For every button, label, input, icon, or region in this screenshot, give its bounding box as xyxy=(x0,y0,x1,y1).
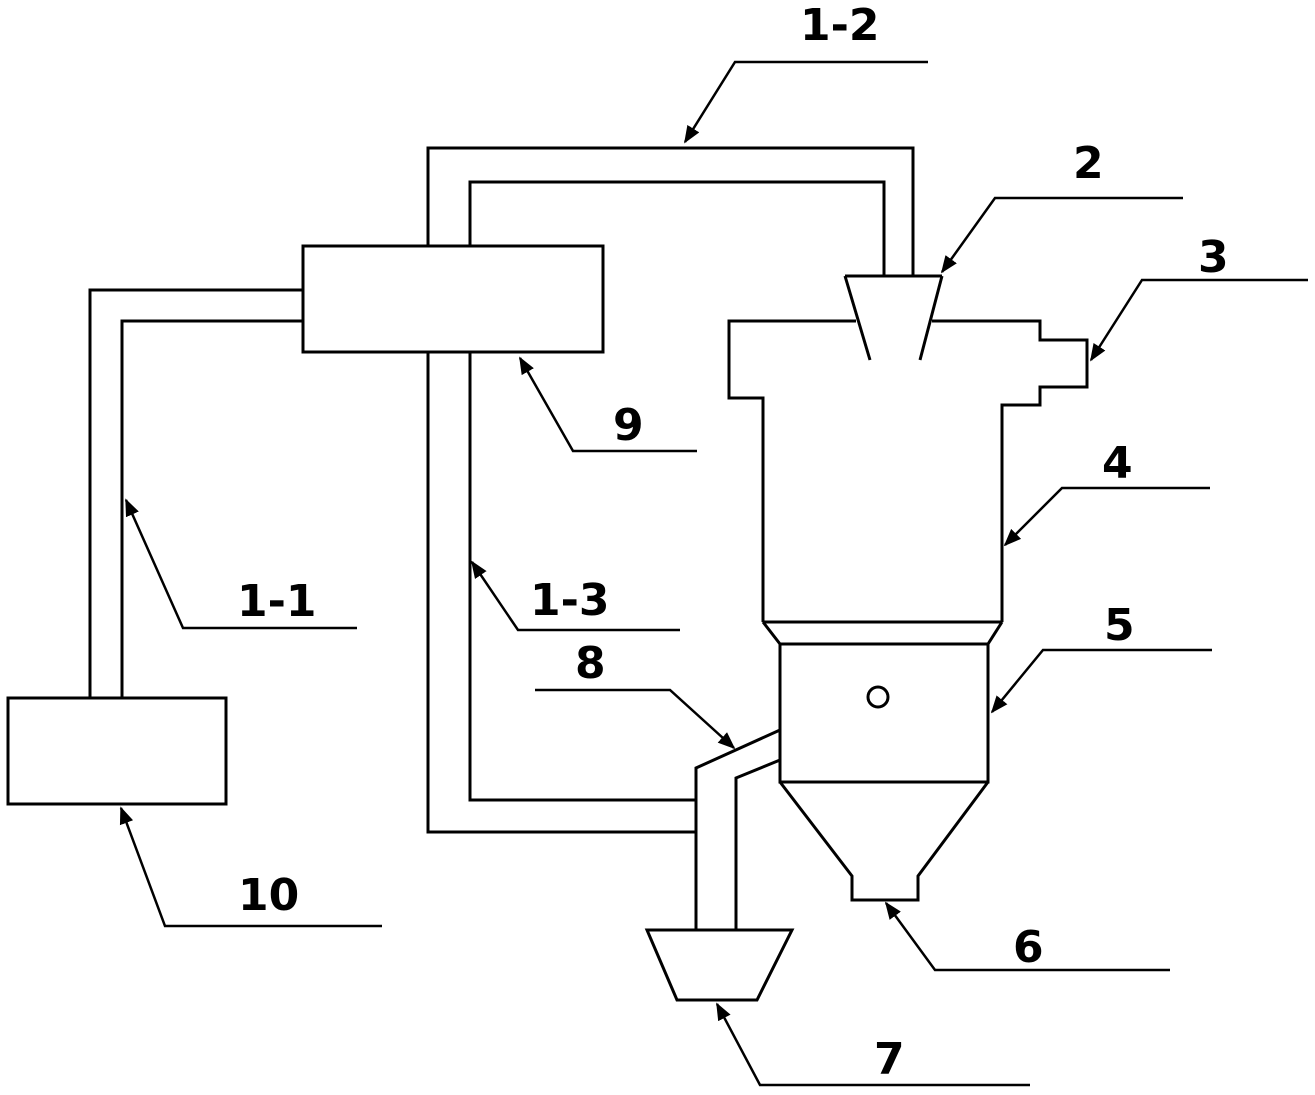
inspection-port xyxy=(866,685,890,709)
label-5: 5 xyxy=(1104,600,1135,651)
label-8: 8 xyxy=(575,638,606,689)
leader-3 xyxy=(1089,278,1308,362)
leader-1-3 xyxy=(470,560,680,632)
leader-9 xyxy=(518,356,697,453)
pipe-1-2 xyxy=(426,146,915,276)
feed-hopper-2 xyxy=(843,274,944,361)
label-1-2: 1-2 xyxy=(800,0,880,51)
labels: 1-2 2 3 4 5 6 7 8 9 10 1-1 1-3 xyxy=(237,0,1229,1085)
leader-7 xyxy=(715,1002,1030,1087)
pipe-1-3 xyxy=(426,352,696,834)
box-10 xyxy=(6,696,228,806)
label-4: 4 xyxy=(1102,438,1133,489)
main-vessel-body-4 xyxy=(727,319,1089,622)
label-3: 3 xyxy=(1198,232,1229,283)
label-10: 10 xyxy=(238,870,299,921)
bottom-outlet-6 xyxy=(778,781,990,902)
leader-6 xyxy=(884,901,1170,972)
middle-section-5 xyxy=(778,642,990,784)
leader-2 xyxy=(940,196,1183,274)
pipe-1-1 xyxy=(88,288,303,698)
transition-collar xyxy=(761,620,1004,645)
leader-5 xyxy=(990,648,1212,714)
leader-1-1 xyxy=(124,498,357,630)
box-9 xyxy=(301,244,605,354)
label-7: 7 xyxy=(874,1034,905,1085)
leader-8 xyxy=(535,688,736,750)
branch-pipe-8 xyxy=(694,728,781,930)
leader-10 xyxy=(119,806,382,928)
leader-lines xyxy=(119,60,1308,1087)
label-9: 9 xyxy=(613,400,644,451)
label-2: 2 xyxy=(1073,138,1104,189)
label-1-3: 1-3 xyxy=(530,575,610,626)
label-1-1: 1-1 xyxy=(237,576,317,627)
collector-7 xyxy=(644,928,795,1002)
label-6: 6 xyxy=(1013,922,1044,973)
leader-1-2 xyxy=(683,60,928,144)
leader-4 xyxy=(1003,486,1210,547)
